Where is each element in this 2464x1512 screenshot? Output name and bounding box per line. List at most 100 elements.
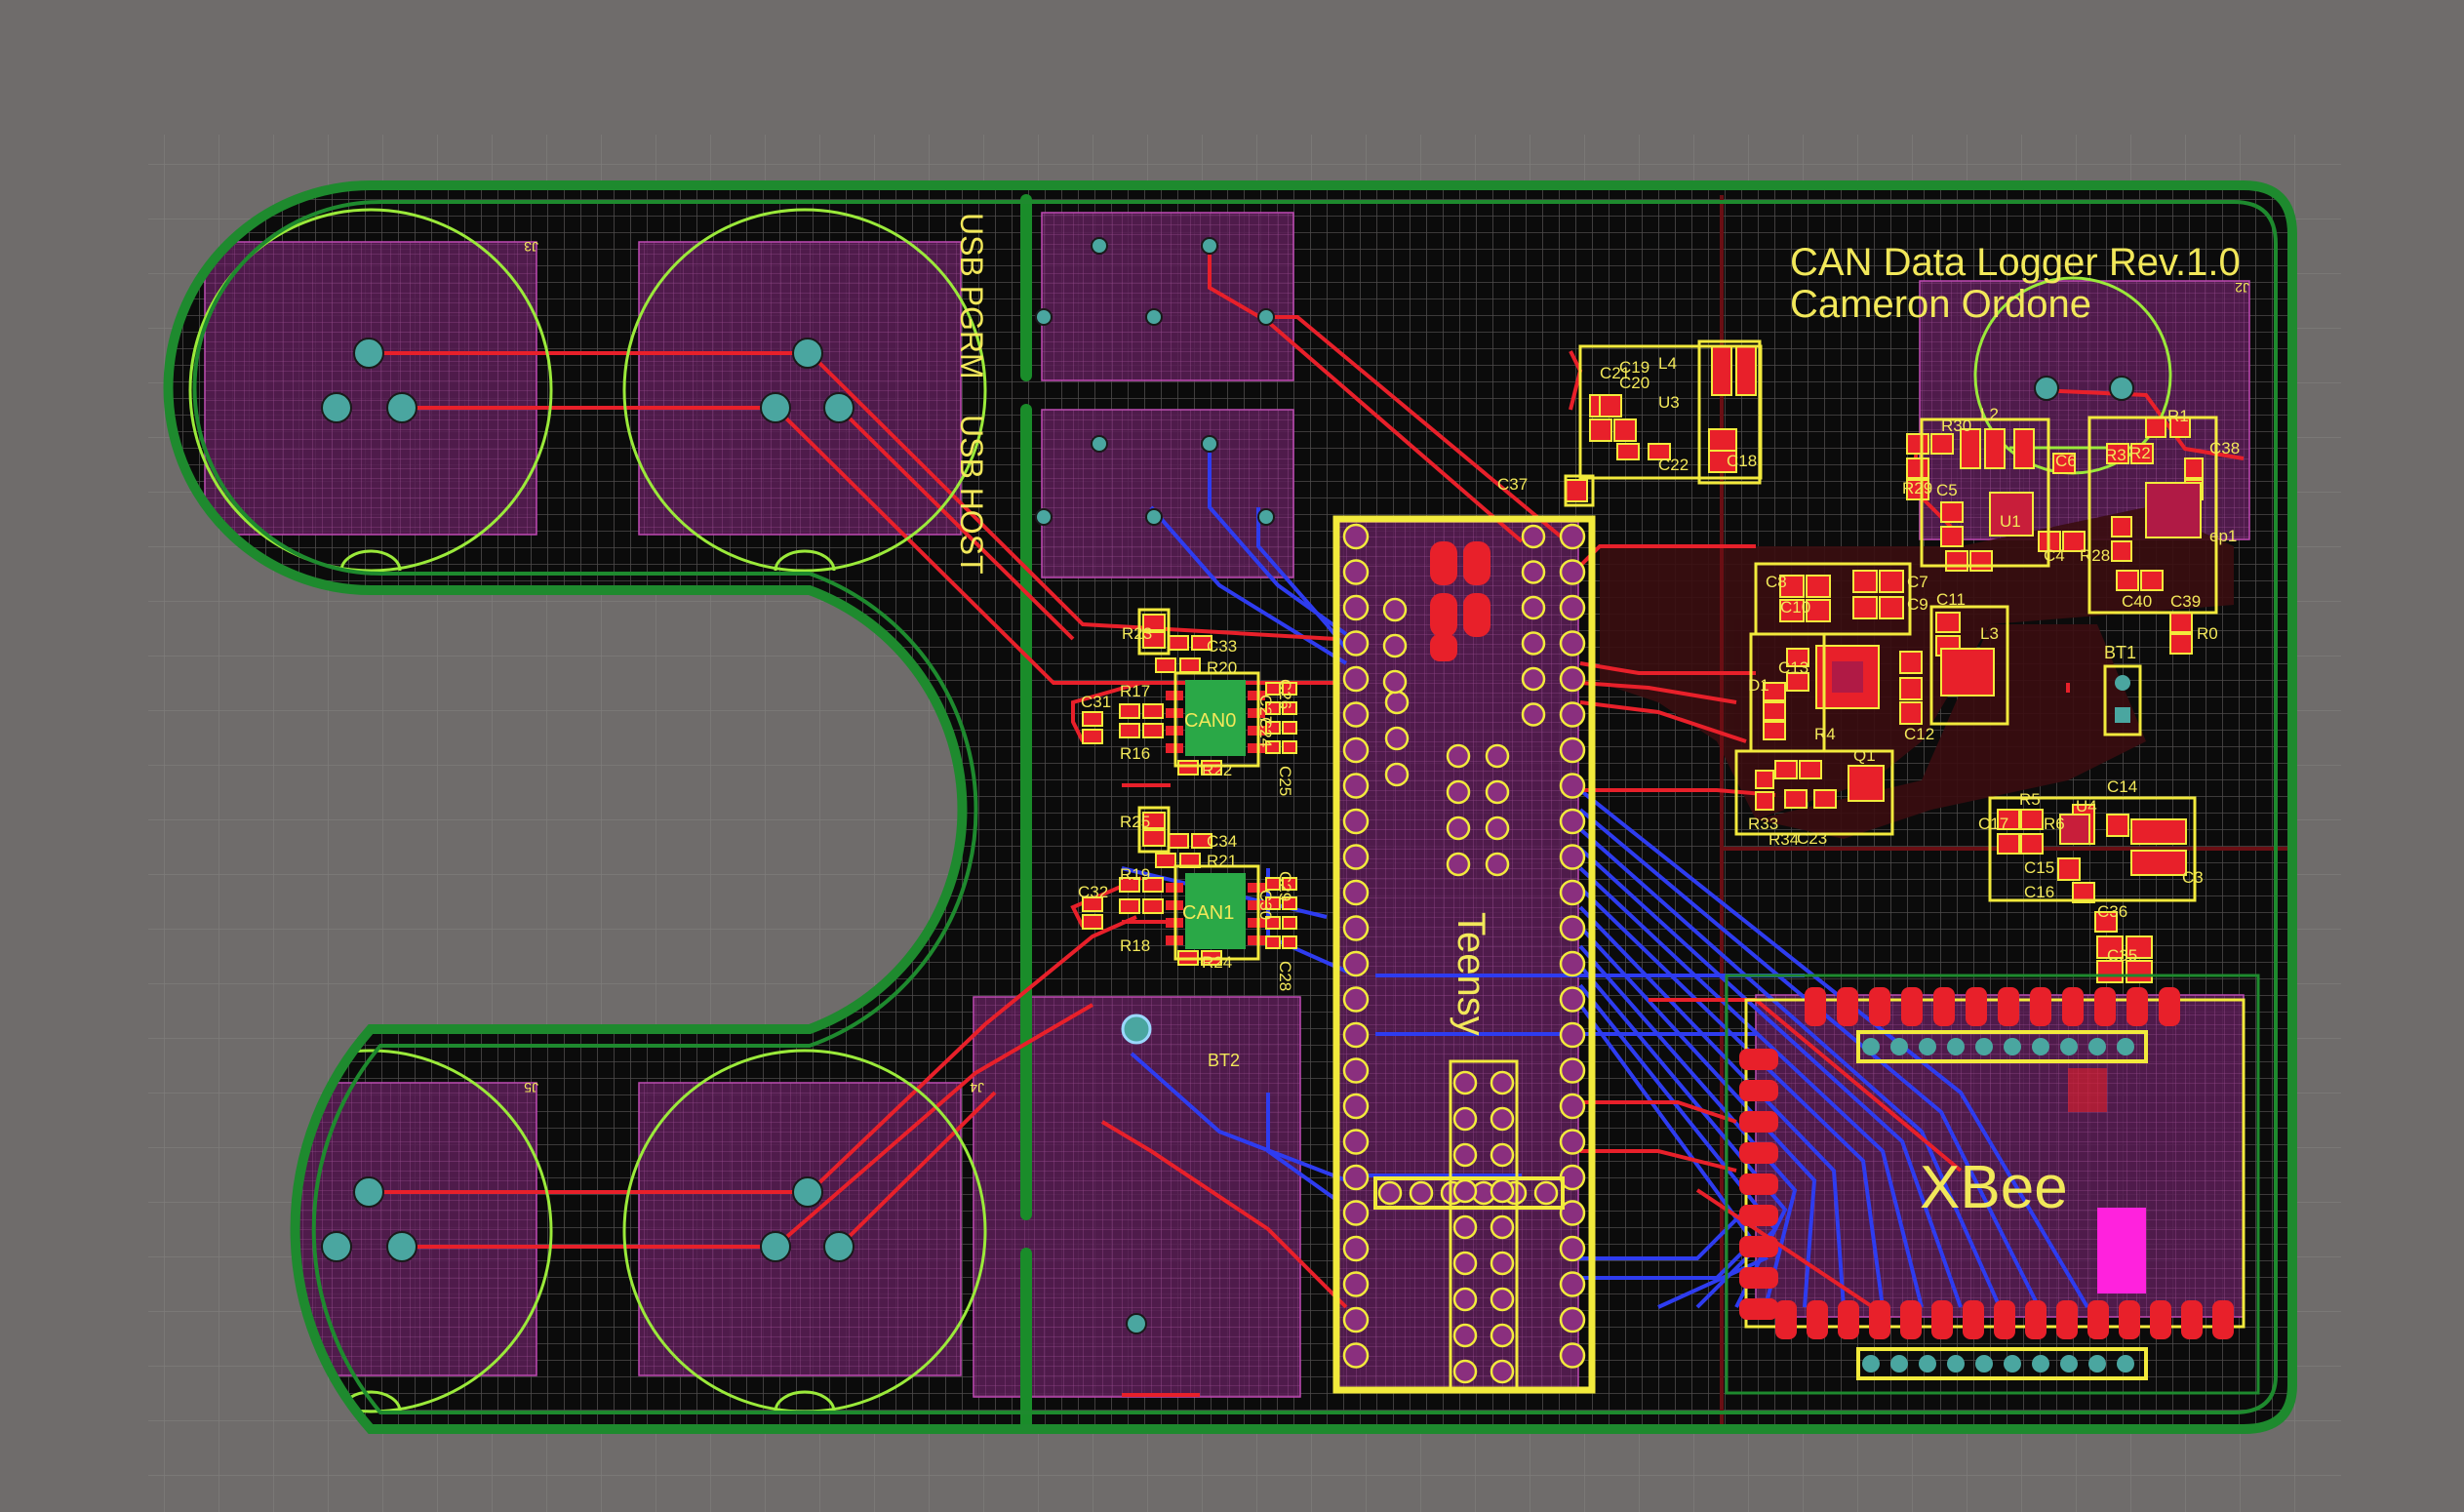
refdes-c29: C29 — [1276, 871, 1294, 901]
teensy-pin — [1559, 594, 1586, 621]
xbee-hole — [1862, 1038, 1880, 1055]
refdes-c21: C21 — [1600, 364, 1630, 382]
header-pin — [1490, 1323, 1515, 1348]
xbee-marker-pad — [2097, 1208, 2146, 1293]
refdes-r18: R18 — [1120, 936, 1150, 955]
xbee-pad — [1900, 1300, 1922, 1339]
xbee-pad — [1739, 1205, 1778, 1226]
xbee-pad — [1998, 987, 2019, 1026]
xbee-hole — [2117, 1038, 2134, 1055]
refdes-c14: C14 — [2107, 777, 2137, 796]
teensy-pin — [1521, 666, 1546, 692]
refdes-c5: C5 — [1936, 481, 1958, 499]
refdes-r21: R21 — [1207, 852, 1237, 870]
bt2-label: BT2 — [1208, 1051, 1240, 1070]
refdes-c9: C9 — [1907, 595, 1928, 614]
teensy-pin — [1342, 559, 1370, 585]
refdes-ep1: ep1 — [2209, 527, 2237, 545]
teensy-pin — [1559, 1093, 1586, 1120]
refdes-c3: C3 — [2182, 868, 2204, 887]
teensy-pin — [1342, 986, 1370, 1013]
j4-label: J4 — [970, 1080, 984, 1095]
teensy-pin — [1342, 701, 1370, 728]
teensy-pin — [1384, 690, 1410, 715]
refdes-c27: C27 — [1256, 695, 1275, 725]
xbee-pad — [1807, 1300, 1828, 1339]
refdes-r30: R30 — [1941, 417, 1971, 435]
header-pin — [1490, 1214, 1515, 1240]
refdes-c11: C11 — [1936, 590, 1966, 609]
teensy-bottom-header — [1373, 1059, 1565, 1390]
xbee-pad — [2056, 1300, 2078, 1339]
teensy-pin — [1342, 630, 1370, 657]
teensy-pin — [1559, 736, 1586, 764]
can1-label: CAN1 — [1182, 902, 1234, 924]
refdes-c39: C39 — [2170, 592, 2201, 611]
refdes-c23: C23 — [1797, 829, 1827, 848]
teensy-pin — [1342, 736, 1370, 764]
xbee-pad — [1739, 1049, 1778, 1070]
teensy-pin — [1559, 844, 1586, 870]
teensy-pin — [1382, 633, 1408, 658]
teensy-pin — [1559, 1021, 1586, 1049]
teensy-pin — [1342, 879, 1370, 906]
refdes-c8: C8 — [1766, 573, 1787, 591]
refdes-r19: R19 — [1120, 865, 1150, 884]
refdes-r17: R17 — [1120, 682, 1150, 700]
refdes-l2: L2 — [1980, 405, 1999, 423]
refdes-c22: C22 — [1658, 456, 1689, 474]
xbee-hole — [1975, 1038, 1993, 1055]
teensy-pin — [1559, 1271, 1586, 1297]
xbee-pad — [1838, 1300, 1859, 1339]
teensy-pin — [1384, 726, 1410, 751]
teensy-pin — [1559, 523, 1586, 550]
usb-pgrm-label: USB PGRM — [954, 213, 989, 379]
refdes-r23: R23 — [1122, 624, 1152, 643]
xbee-hole — [1890, 1355, 1908, 1373]
teensy-pin — [1559, 1200, 1586, 1226]
teensy-pin — [1342, 665, 1370, 693]
xbee-label: XBee — [1920, 1154, 2068, 1221]
xbee-pad — [1963, 1300, 1984, 1339]
header-pin — [1533, 1180, 1559, 1206]
teensy-pin — [1342, 1200, 1370, 1226]
refdes-c32: C32 — [1078, 883, 1108, 901]
refdes-d1: D1 — [1748, 676, 1769, 695]
refdes-c7: C7 — [1907, 573, 1928, 591]
xbee-pad — [1805, 987, 1826, 1026]
refdes-c28: C28 — [1276, 961, 1294, 991]
refdes-c12: C12 — [1904, 725, 1934, 743]
header-pin — [1490, 1106, 1515, 1132]
teensy-pin — [1342, 1057, 1370, 1084]
j2-label: J2 — [2235, 280, 2249, 296]
bt1-label: BT1 — [2104, 643, 2136, 662]
refdes-r0: R0 — [2197, 624, 2218, 643]
header-pin — [1452, 1178, 1478, 1204]
teensy-pin — [1342, 915, 1370, 941]
board-outline — [163, 180, 2297, 1434]
xbee-hole — [1947, 1038, 1965, 1055]
refdes-r34: R34 — [1769, 830, 1799, 849]
refdes-c26: C26 — [1276, 679, 1294, 709]
teensy-pin — [1342, 950, 1370, 977]
xbee-pad — [1739, 1236, 1778, 1257]
xbee-pad — [1933, 987, 1955, 1026]
header-pin — [1452, 1359, 1478, 1384]
refdes-r4: R4 — [1814, 725, 1836, 743]
refdes-q1: Q1 — [1853, 746, 1876, 765]
refdes-r29: R29 — [1902, 479, 1932, 497]
refdes-u4: U4 — [2076, 797, 2097, 816]
refdes-c16: C16 — [2024, 883, 2054, 901]
xbee-pad — [2030, 987, 2051, 1026]
teensy-pin — [1485, 816, 1510, 841]
teensy-pin — [1342, 1306, 1370, 1333]
xbee-hole — [1890, 1038, 1908, 1055]
refdes-r2: R2 — [2129, 444, 2151, 462]
xbee-pad — [1739, 1111, 1778, 1133]
xbee-hole — [2032, 1355, 2049, 1373]
teensy-pin — [1559, 630, 1586, 657]
xbee-pad — [1901, 987, 1923, 1026]
header-pin — [1490, 1287, 1515, 1312]
teensy-pin — [1382, 669, 1408, 695]
xbee-pad — [2025, 1300, 2047, 1339]
